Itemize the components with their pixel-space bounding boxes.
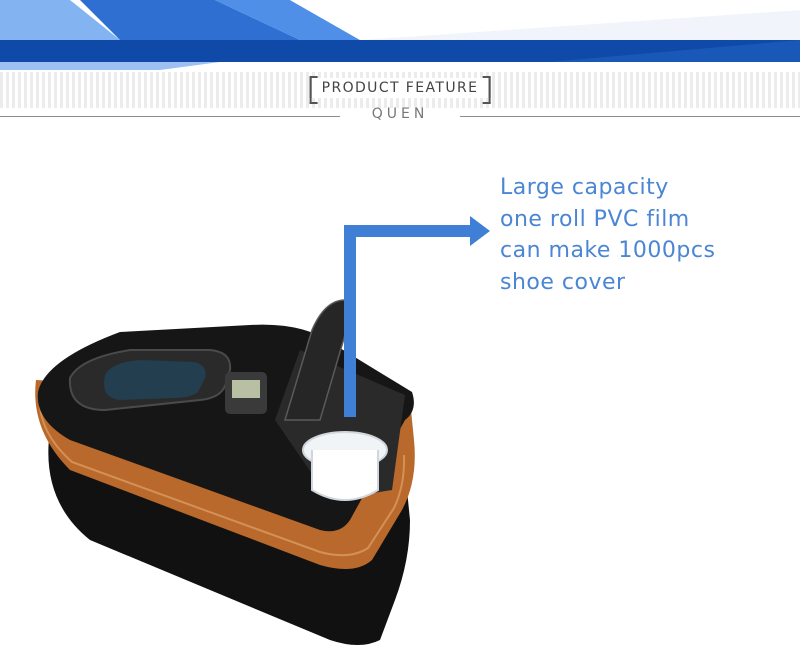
section-subtitle: QUEN — [371, 106, 429, 122]
divider-right — [460, 116, 800, 117]
feature-callout: Large capacity one roll PVC film can mak… — [500, 172, 790, 298]
divider-left — [0, 116, 340, 117]
callout-line-2: one roll PVC film — [500, 206, 690, 232]
callout-line-4: shoe cover — [500, 269, 626, 295]
section-title: PRODUCT FEATURE — [309, 76, 491, 104]
callout-line-1: Large capacity — [500, 175, 669, 200]
callout-arrow — [344, 216, 490, 417]
top-banner — [0, 0, 800, 70]
callout-line-3: can make 1000pcs — [500, 238, 716, 263]
